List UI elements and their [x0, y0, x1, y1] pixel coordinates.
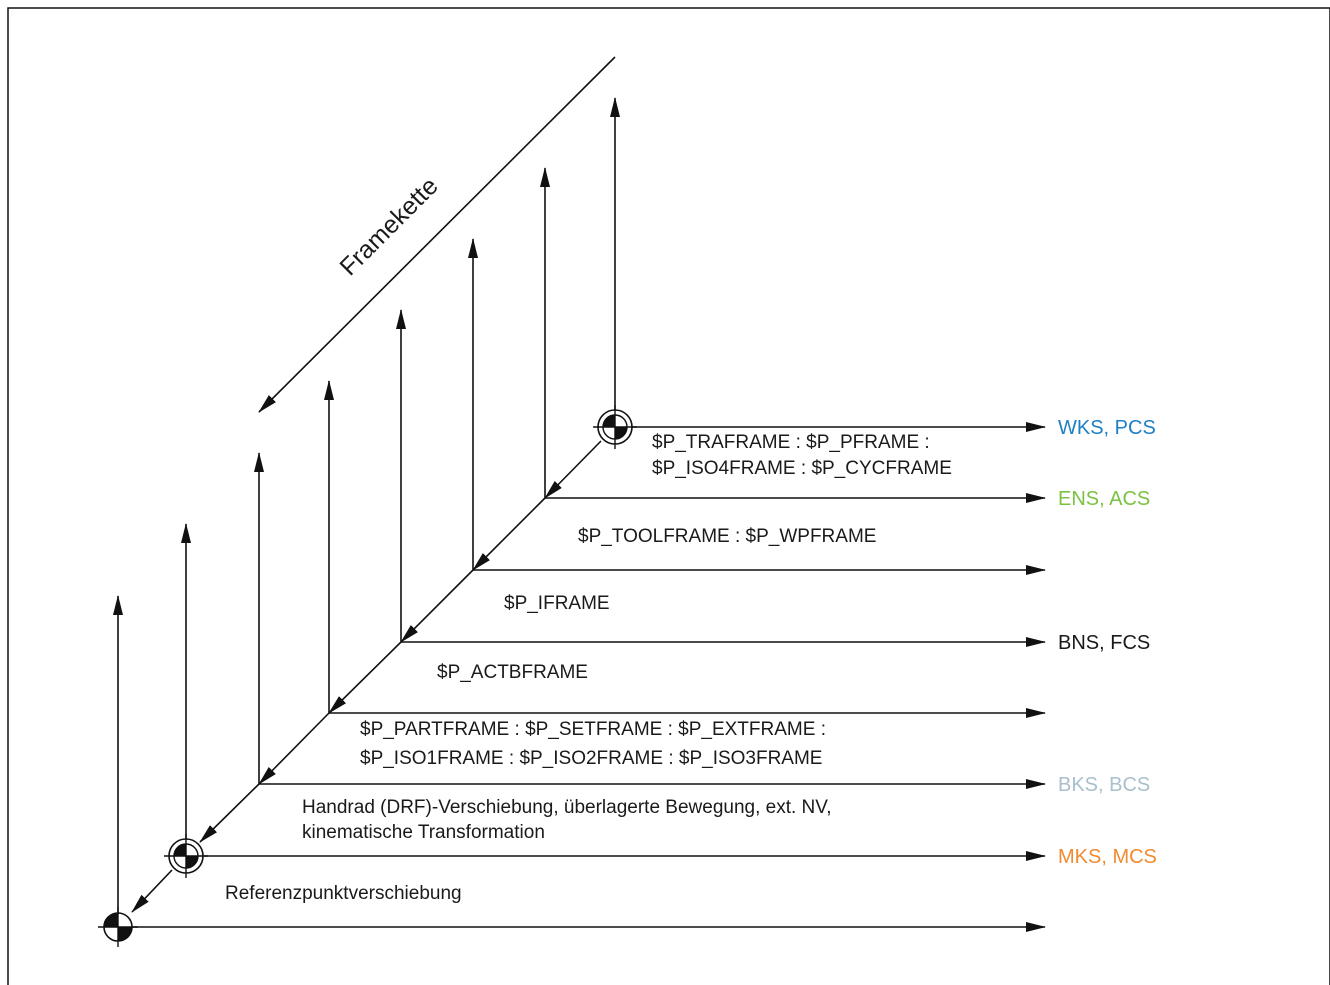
frame-label-iframe: $P_IFRAME [504, 593, 610, 614]
frame-label-handrad-2: kinematische Transformation [302, 822, 545, 843]
diagram-border [7, 7, 1330, 985]
chain-arrow-6 [199, 783, 260, 843]
frame-label-partframe-2: $P_ISO1FRAME : $P_ISO2FRAME : $P_ISO3FRA… [360, 748, 823, 769]
frame-chain-arrow [258, 56, 616, 413]
chain-arrow-5 [258, 712, 330, 785]
frame-label-traframe-2: $P_ISO4FRAME : $P_CYCFRAME [652, 458, 952, 479]
chain-arrow-4 [328, 641, 402, 714]
frame-label-partframe-1: $P_PARTFRAME : $P_SETFRAME : $P_EXTFRAME… [360, 719, 826, 740]
chain-arrow-7 [131, 869, 173, 913]
frame-label-traframe-1: $P_TRAFRAME : $P_PFRAME : [652, 432, 930, 453]
frame-label-handrad-1: Handrad (DRF)-Verschiebung, überlagerte … [302, 797, 831, 818]
chain-arrow-2 [472, 497, 546, 571]
origin-symbol-mks [164, 834, 208, 878]
frame-chain-title: Framekette [334, 172, 443, 281]
frame-label-toolframe: $P_TOOLFRAME : $P_WPFRAME [578, 526, 876, 547]
origin-symbol-wks [593, 405, 637, 449]
system-label-bns: BNS, FCS [1058, 632, 1150, 654]
system-label-mks: MKS, MCS [1058, 846, 1157, 868]
frame-label-actbframe: $P_ACTBFRAME [437, 662, 588, 683]
system-label-ens: ENS, ACS [1058, 488, 1150, 510]
chain-arrow-1 [544, 440, 602, 499]
frame-label-referenz: Referenzpunktverschiebung [225, 883, 462, 904]
system-label-bks: BKS, BCS [1058, 774, 1150, 796]
chain-arrow-3 [400, 569, 474, 643]
system-label-wks: WKS, PCS [1058, 417, 1156, 439]
origin-symbol-base [98, 907, 138, 947]
